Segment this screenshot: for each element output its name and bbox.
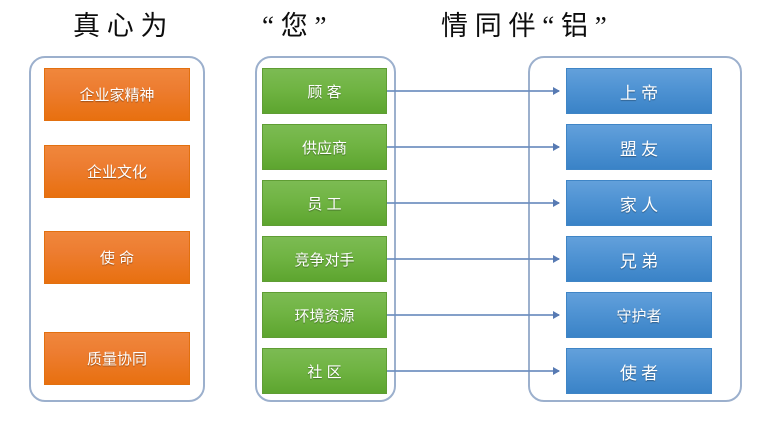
connector-arrow-community-to-messenger	[387, 367, 560, 375]
stakeholder-box-employee[interactable]: 员 工	[262, 180, 387, 226]
value-box-corporate-culture[interactable]: 企业文化	[44, 145, 190, 198]
value-box-mission[interactable]: 使 命	[44, 231, 190, 284]
stakeholder-box-competitor[interactable]: 竞争对手	[262, 236, 387, 282]
role-box-brother[interactable]: 兄 弟	[566, 236, 712, 282]
value-box-entrepreneurship[interactable]: 企业家精神	[44, 68, 190, 121]
connector-arrow-employee-to-family	[387, 199, 560, 207]
role-box-guardian[interactable]: 守护者	[566, 292, 712, 338]
connector-arrow-customer-to-god	[387, 87, 560, 95]
stakeholder-box-customer[interactable]: 顾 客	[262, 68, 387, 114]
connector-arrow-supplier-to-ally	[387, 143, 560, 151]
arrowhead-icon	[553, 87, 560, 95]
arrowhead-icon	[553, 367, 560, 375]
stakeholder-box-supplier[interactable]: 供应商	[262, 124, 387, 170]
role-box-ally[interactable]: 盟 友	[566, 124, 712, 170]
role-box-god[interactable]: 上 帝	[566, 68, 712, 114]
page-title: 真 心 为 “ 您 ” 情 同 伴 “ 铝 ”	[0, 4, 770, 48]
arrowhead-icon	[553, 143, 560, 151]
role-box-family[interactable]: 家 人	[566, 180, 712, 226]
stakeholder-box-community[interactable]: 社 区	[262, 348, 387, 394]
title-segment-2: “ 您 ”	[262, 11, 327, 41]
arrowhead-icon	[553, 311, 560, 319]
stakeholder-box-environment[interactable]: 环境资源	[262, 292, 387, 338]
connector-arrow-environment-to-guardian	[387, 311, 560, 319]
arrowhead-icon	[553, 199, 560, 207]
title-segment-3: 情 同 伴 “ 铝 ”	[441, 11, 607, 41]
connector-arrow-competitor-to-brother	[387, 255, 560, 263]
value-box-quality-synergy[interactable]: 质量协同	[44, 332, 190, 385]
role-box-messenger[interactable]: 使 者	[566, 348, 712, 394]
title-segment-1: 真 心 为	[73, 11, 168, 41]
arrowhead-icon	[553, 255, 560, 263]
